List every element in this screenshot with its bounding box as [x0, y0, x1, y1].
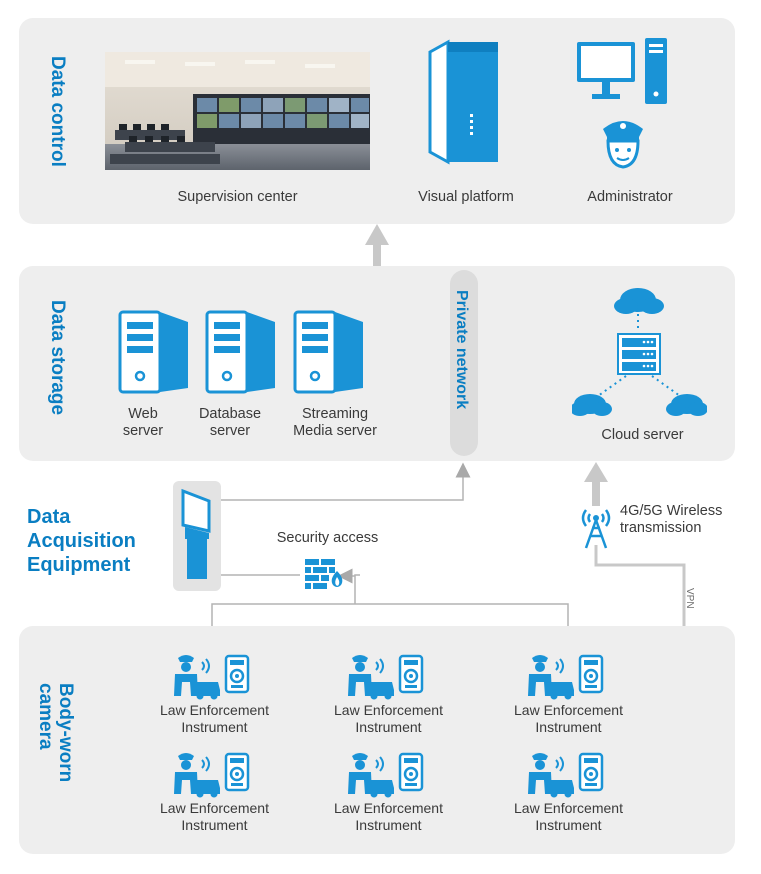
officer-car-icon: [528, 753, 574, 798]
body-camera-icon: [224, 654, 250, 694]
cloud-server-diagram: [572, 280, 707, 420]
private-network-label: Private network: [452, 290, 470, 410]
instrument-item: Law Enforcement Instrument: [326, 652, 451, 736]
body-camera-icon: [398, 752, 424, 792]
body-camera-title: Body-worn camera: [34, 683, 76, 783]
administrator-label: Administrator: [587, 189, 673, 205]
instrument-label: Law Enforcement Instrument: [334, 800, 443, 833]
instrument-item: Law Enforcement Instrument: [326, 750, 451, 834]
instrument-label: Law Enforcement Instrument: [514, 702, 623, 735]
body-camera-icon: [224, 752, 250, 792]
server-tower-icon: [426, 38, 502, 170]
officer-car-icon: [174, 655, 220, 700]
web-server-label: Web server: [122, 406, 164, 440]
antenna-icon: [576, 506, 616, 550]
data-acquisition-title: Data Acquisition Equipment: [27, 506, 136, 576]
computer-icon: [575, 38, 675, 108]
officer-camera-icon: [170, 652, 270, 700]
officer-camera-icon: [170, 750, 270, 798]
vpn-label: VPN: [684, 588, 695, 609]
security-access-label: Security access: [276, 530, 379, 546]
instrument-label: Law Enforcement Instrument: [334, 702, 443, 735]
cloud-icon: [572, 288, 707, 416]
wireless-uplink: [584, 462, 686, 628]
web-server-icon: [118, 308, 190, 396]
instrument-item: Law Enforcement Instrument: [152, 750, 277, 834]
instrument-item: Law Enforcement Instrument: [506, 652, 631, 736]
body-camera-icon: [578, 752, 604, 792]
monitor-wall-photo: [105, 52, 370, 170]
officer-camera-icon: [344, 652, 444, 700]
officer-car-icon: [348, 655, 394, 700]
data-control-title: Data control: [46, 56, 68, 167]
streaming-server-icon: [293, 308, 365, 396]
instrument-label: Law Enforcement Instrument: [514, 800, 623, 833]
firewall-icon: [305, 557, 345, 589]
instrument-label: Law Enforcement Instrument: [160, 800, 269, 833]
body-camera-icon: [578, 654, 604, 694]
database-server-icon: [205, 308, 277, 396]
streaming-server-label: Streaming Media server: [293, 406, 377, 440]
wireless-transmission-label: 4G/5G Wireless transmission: [620, 503, 723, 537]
database-server-label: Database server: [198, 406, 262, 440]
data-storage-title: Data storage: [46, 300, 68, 416]
instrument-item: Law Enforcement Instrument: [152, 652, 277, 736]
supervision-center-label: Supervision center: [177, 189, 298, 205]
instrument-label: Law Enforcement Instrument: [160, 702, 269, 735]
visual-platform-label: Visual platform: [418, 189, 514, 205]
body-camera-icon: [398, 654, 424, 694]
officer-camera-icon: [524, 750, 624, 798]
terminal-kiosk-icon: [173, 481, 221, 591]
officer-car-icon: [348, 753, 394, 798]
police-officer-icon: [597, 113, 649, 181]
network-rack-icon: [617, 333, 661, 375]
officer-car-icon: [174, 753, 220, 798]
upload-arrow-to-control: [365, 224, 389, 266]
officer-camera-icon: [344, 750, 444, 798]
cloud-server-label: Cloud server: [601, 427, 684, 443]
officer-car-icon: [528, 655, 574, 700]
instrument-item: Law Enforcement Instrument: [506, 750, 631, 834]
officer-camera-icon: [524, 652, 624, 700]
kiosk-network-link: [211, 462, 569, 628]
private-network-bar: [450, 270, 478, 456]
